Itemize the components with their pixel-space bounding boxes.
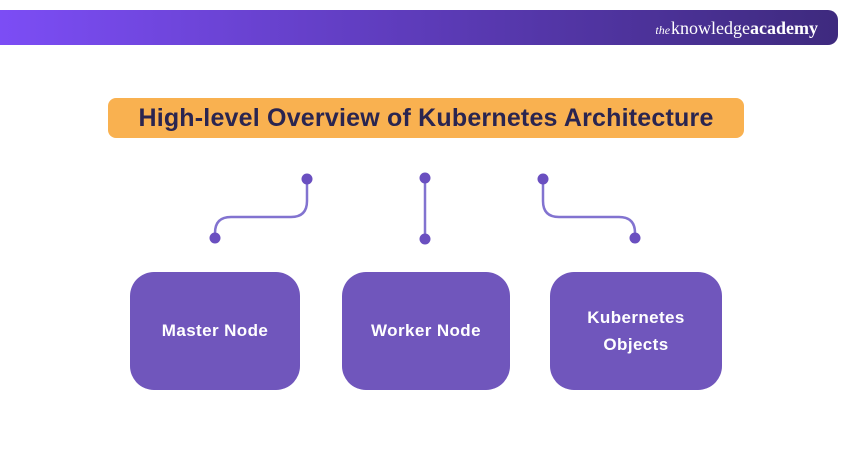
header-bar: theknowledgeacademy [0,10,838,45]
node-worker-label: Worker Node [371,321,481,341]
page-title: High-level Overview of Kubernetes Archit… [138,103,714,132]
node-kubernetes-objects: Kubernetes Objects [550,272,722,390]
connector-to-worker-node [419,172,431,245]
node-master: Master Node [130,272,300,390]
logo-the: the [655,22,671,37]
knowledge-academy-logo: theknowledgeacademy [655,19,818,37]
connector-to-master-node [209,173,313,244]
title-banner: High-level Overview of Kubernetes Archit… [108,98,744,138]
node-kubernetes-objects-label: Kubernetes Objects [587,307,685,354]
connector-to-kubernetes-objects [537,173,641,244]
logo-knowledge: knowledge [671,17,751,38]
node-worker: Worker Node [342,272,510,390]
logo-academy: academy [750,17,818,38]
node-master-label: Master Node [161,321,269,341]
